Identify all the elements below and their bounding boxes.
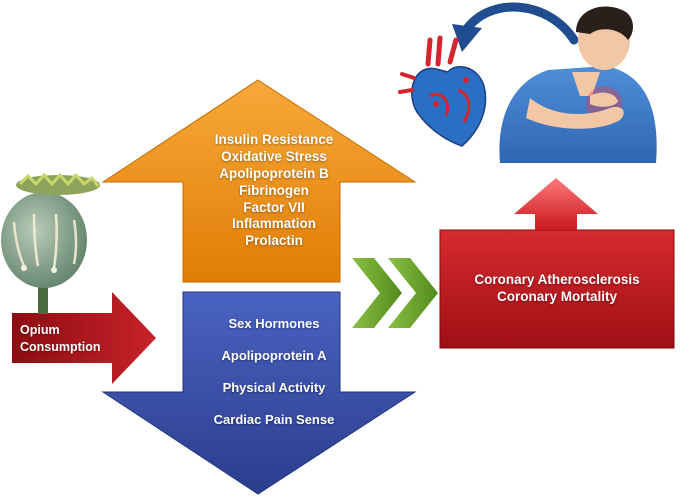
decrease-arrow [101,291,417,495]
opium-poppy-pod-icon [1,172,100,314]
chest-pain-person-icon [499,6,657,163]
decrease-factor: Physical Activity [222,379,326,395]
decrease-factor: Sex Hormones [228,316,320,331]
increase-factor: Prolactin [245,233,303,249]
decrease-factor: Cardiac Pain Sense [213,411,335,427]
exposure-arrow [12,292,156,384]
outcome-label-line1: Coronary Atherosclerosis [474,272,640,287]
decrease-factors-list: Sex Hormones Apolipoprotein A Physical A… [186,308,362,435]
increase-factor: Insulin Resistance [214,132,334,147]
curved-arrow-icon [452,2,579,52]
outcome-box [439,229,675,349]
exposure-label-line1: Opium [20,323,60,337]
increase-factor: Oxidative Stress [221,148,327,164]
increase-factors-list: Insulin Resistance Oxidative Stress Apol… [186,132,362,250]
increase-factor: Apolipoprotein B [219,165,329,181]
exposure-label: Opium Consumption [20,322,120,356]
outcome-label-line2: Coronary Mortality [496,288,618,304]
increase-arrow [101,79,417,283]
exposure-label-line2: Consumption [20,339,101,354]
double-chevron-icon [352,258,438,328]
heart-anatomy-icon [398,35,487,147]
decrease-factor: Apolipoprotein A [221,347,327,363]
outcome-label: Coronary Atherosclerosis Coronary Mortal… [444,272,670,306]
increase-factor: Inflammation [231,216,316,232]
increase-factor: Fibrinogen [239,182,309,198]
increase-factor: Factor VII [243,199,305,215]
outcome-up-arrow [514,178,598,230]
